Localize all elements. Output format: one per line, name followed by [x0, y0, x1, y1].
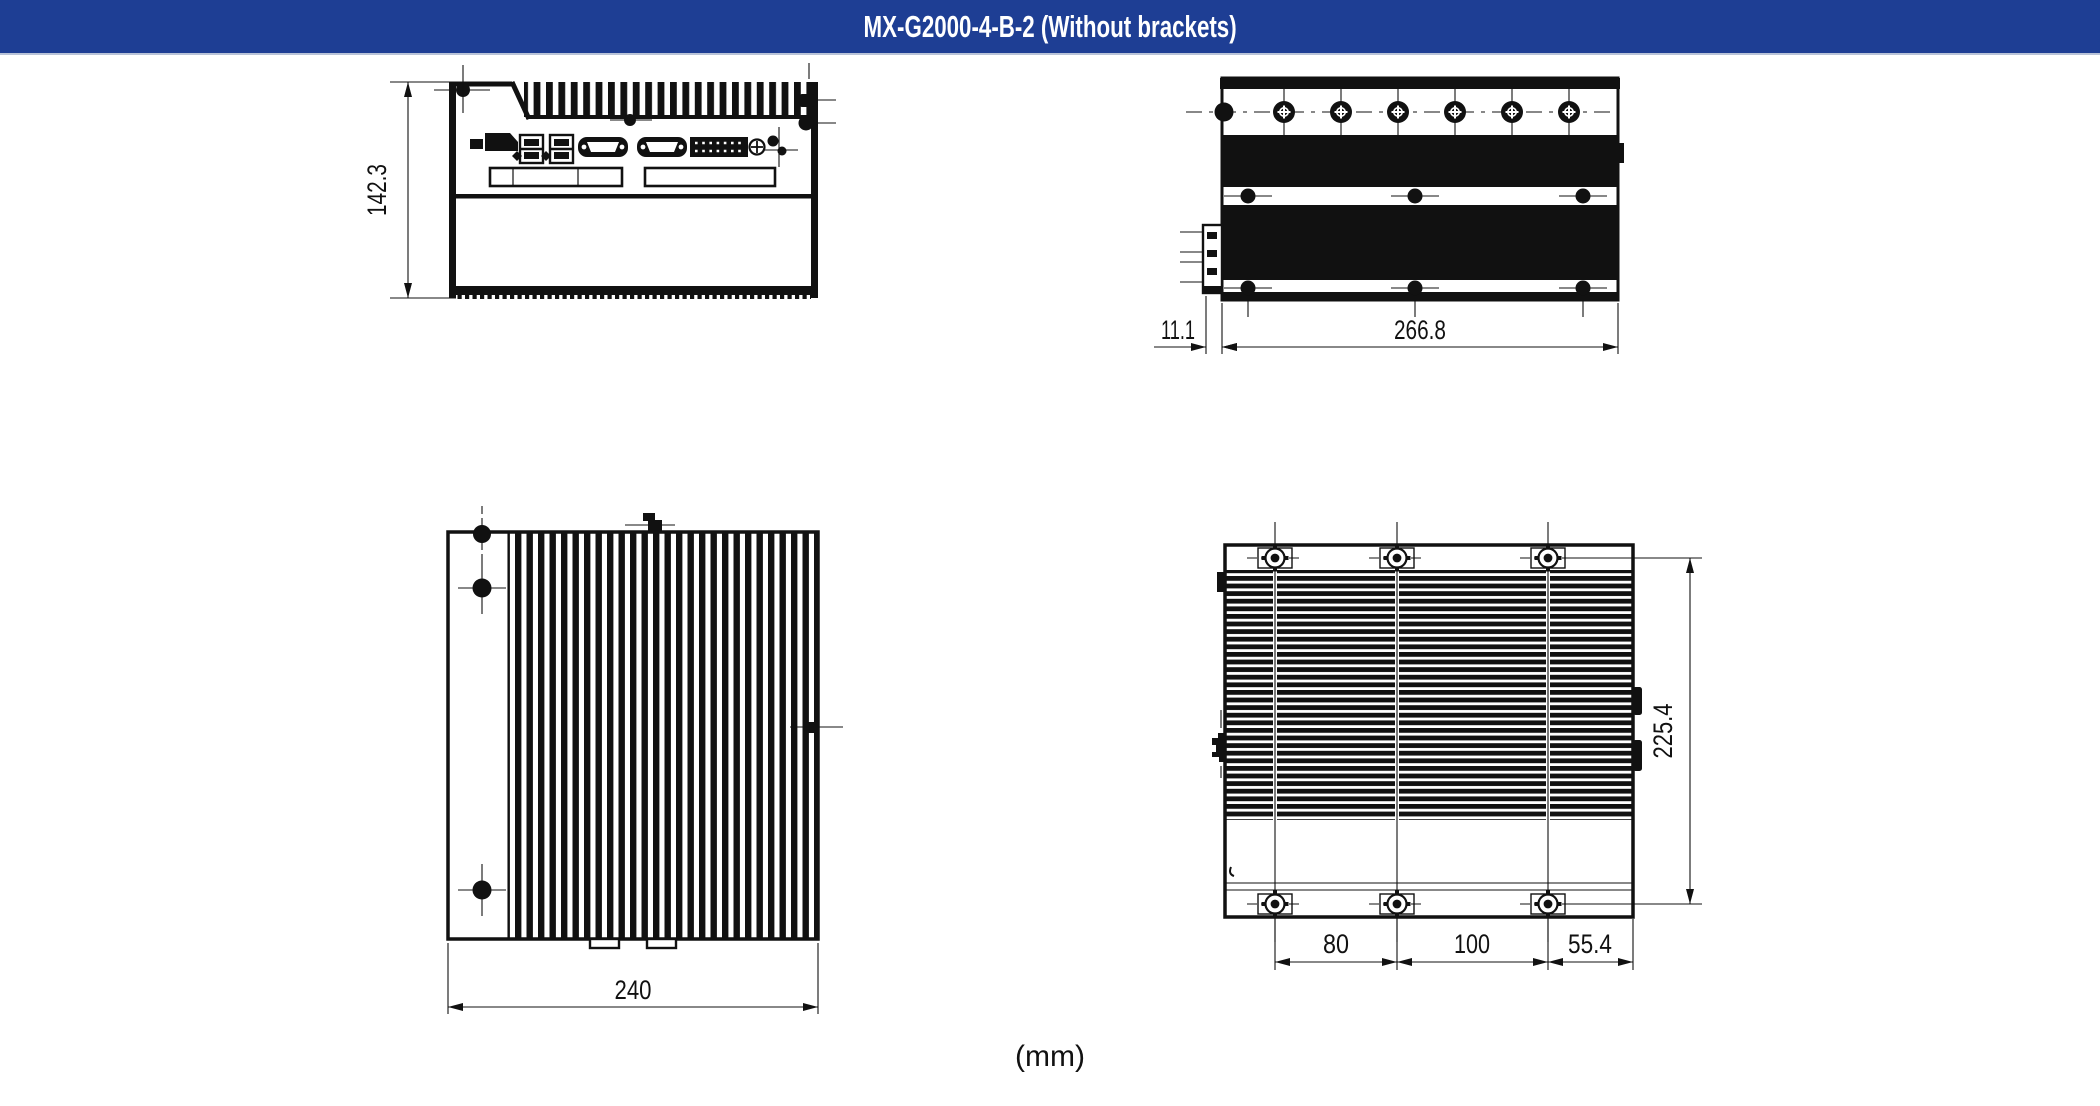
bottom-tab-1 — [588, 937, 621, 950]
depth-label: 266.8 — [1394, 315, 1446, 345]
edge-half-screw — [1214, 102, 1234, 122]
edge-offset-label: 55.4 — [1568, 929, 1612, 959]
power-jack — [470, 139, 483, 149]
bottom-screw-row — [1224, 280, 1607, 296]
din-offset-label: 11.1 — [1161, 315, 1195, 345]
mid-screw-row — [1224, 188, 1607, 204]
io-panel — [449, 114, 818, 199]
display-port-connector — [485, 133, 518, 151]
hole-span-dimensions: 80 100 55.4 — [1274, 918, 1634, 970]
width-label: 240 — [615, 975, 652, 1005]
corner-hook-mark — [1229, 866, 1235, 877]
bottom-serration — [456, 295, 811, 299]
side-view-drawing: 11.1 266.8 — [1154, 76, 1624, 354]
left-edge-stud — [1217, 572, 1225, 592]
bottom-edge — [449, 286, 818, 295]
side-dimensions: 11.1 266.8 — [1154, 296, 1619, 354]
unit-label: (mm) — [1015, 1040, 1085, 1073]
right-edge-stud — [1618, 143, 1624, 163]
top-screw-row — [1214, 100, 1581, 124]
serial-port-2 — [637, 137, 687, 157]
usb-ports-1 — [518, 133, 545, 165]
bottom-view-drawing: 225.4 80 100 55.4 — [1212, 522, 1702, 970]
expansion-slot-left — [488, 166, 624, 188]
front-view-drawing: 142.3 — [362, 63, 836, 299]
bottom-chassis — [1212, 522, 1642, 942]
grounding-screw — [748, 138, 766, 156]
upper-body-band — [1222, 135, 1618, 187]
right-edge-tab-2 — [1633, 740, 1642, 771]
antenna-connectors — [764, 127, 798, 167]
top-edge-tab — [625, 513, 675, 532]
mount-pitch-dimension: 225.4 — [1570, 557, 1702, 905]
edge-screw-boss — [473, 506, 491, 565]
hole-center-lines — [1273, 522, 1550, 942]
page-title: MX-G2000-4-B-2 (Without brackets) — [863, 8, 1237, 44]
right-wall — [811, 82, 818, 298]
expansion-slot-right — [643, 166, 777, 188]
front-chassis — [434, 63, 836, 299]
usb-ports-2 — [548, 133, 575, 165]
right-edge-stud — [790, 722, 843, 733]
hole-span-a-label: 80 — [1323, 929, 1349, 959]
left-wall — [449, 82, 456, 298]
mount-screw-lower — [458, 864, 506, 916]
center-mark-2 — [541, 151, 551, 161]
mount-screw-upper — [458, 562, 506, 614]
lower-body-band — [1222, 205, 1618, 280]
top-view-drawing: 240 — [446, 506, 843, 1014]
din-rail-clip — [1180, 223, 1224, 295]
heatsink-fins — [524, 82, 812, 117]
top-width-dimension: 240 — [447, 943, 819, 1014]
top-cap — [1220, 78, 1620, 89]
mount-pitch-label: 225.4 — [1648, 704, 1678, 759]
bottom-tab-2 — [645, 937, 678, 950]
serial-port-1 — [578, 137, 628, 157]
right-side-studs — [798, 63, 836, 131]
chassis-divider-line — [449, 194, 818, 199]
hole-span-b-label: 100 — [1454, 929, 1490, 959]
top-chassis — [446, 506, 843, 950]
left-edge-connector — [1212, 710, 1225, 778]
side-chassis — [1180, 76, 1624, 317]
bottom-rail — [1222, 292, 1618, 300]
heatsink-fins-top — [508, 532, 818, 939]
heatsink-fins-bottom — [1225, 570, 1633, 820]
center-mark-1 — [512, 151, 522, 161]
right-edge-tab-1 — [1633, 687, 1642, 715]
terminal-block — [690, 137, 748, 157]
title-bar: MX-G2000-4-B-2 (Without brackets) — [0, 0, 2100, 55]
front-height-dimension: 142.3 — [362, 81, 456, 299]
corner-screw — [434, 65, 490, 113]
front-height-label: 142.3 — [362, 164, 392, 216]
